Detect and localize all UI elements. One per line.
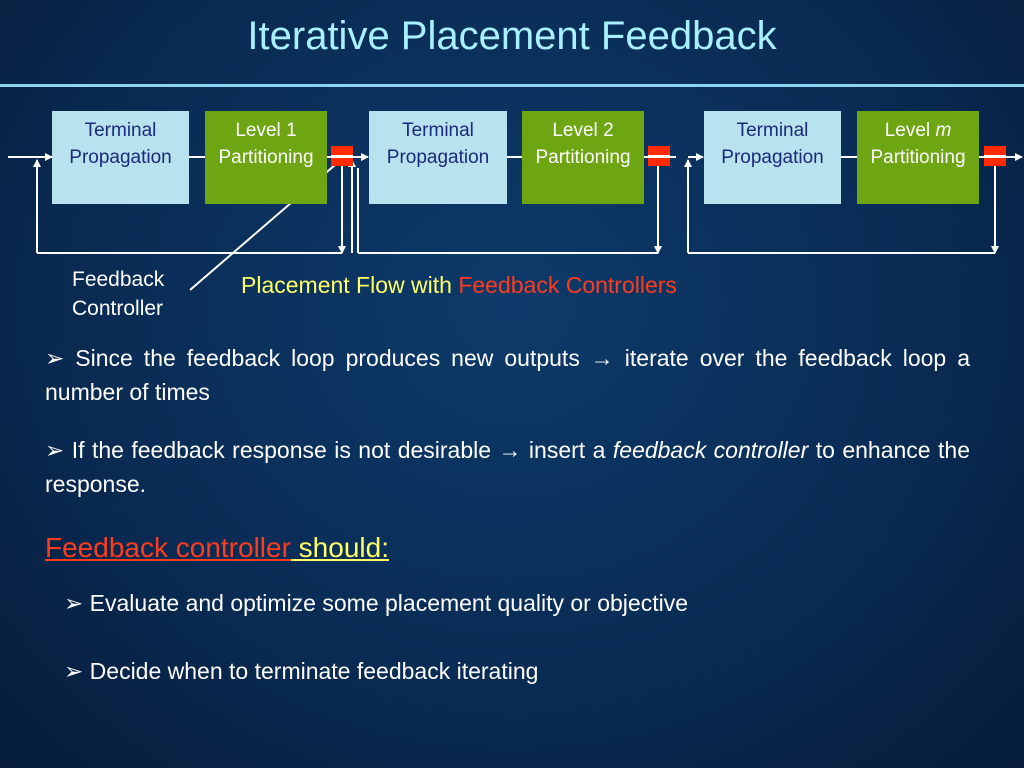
sub-bullet-1: ➢ Evaluate and optimize some placement q… xyxy=(64,586,688,620)
title-divider xyxy=(0,84,1024,87)
level-box-2-line2: Partitioning xyxy=(535,147,631,168)
heading-yellow-part: should: xyxy=(290,532,389,563)
level-partitioning-box-m: Level m Partitioning xyxy=(857,111,979,204)
bullet-marker-icon: ➢ xyxy=(45,437,65,463)
terminal-box-1-line1: Terminal xyxy=(84,120,157,141)
terminal-propagation-box-1: Terminal Propagation xyxy=(52,111,189,204)
sub-bullet-2: ➢ Decide when to terminate feedback iter… xyxy=(64,654,538,688)
level-box-2-prefix: Level xyxy=(552,120,604,141)
bullet-2: ➢ If the feedback response is not desira… xyxy=(45,433,970,501)
bullet-1-text: Since the feedback loop produces new out… xyxy=(45,345,971,405)
fc-label-line1: Feedback xyxy=(72,268,165,291)
slide-title: Iterative Placement Feedback xyxy=(247,14,777,58)
terminal-box-1-line2: Propagation xyxy=(69,147,172,168)
heading-red-part: Feedback controller xyxy=(45,532,291,563)
level-box-2-number: 2 xyxy=(603,120,614,141)
bullet-2-text-after: to enhance the response. xyxy=(45,437,970,497)
caption-part2: Feedback Controllers xyxy=(458,272,677,298)
diagram-caption: Placement Flow with Feedback Controllers xyxy=(241,272,677,299)
terminal-box-m-line1: Terminal xyxy=(736,120,809,141)
level-partitioning-box-2: Level 2 Partitioning xyxy=(522,111,644,204)
bullet-marker-icon: ➢ xyxy=(45,345,65,371)
controller-requirements-heading: Feedback controller should: xyxy=(45,530,389,566)
terminal-propagation-box-m: Terminal Propagation xyxy=(704,111,841,204)
terminal-box-m-line2: Propagation xyxy=(721,147,824,168)
feedback-controller-label: Feedback Controller xyxy=(72,265,164,323)
terminal-propagation-box-2: Terminal Propagation xyxy=(369,111,507,204)
level-box-1-prefix: Level xyxy=(235,120,287,141)
sub-bullet-1-text: Evaluate and optimize some placement qua… xyxy=(89,590,688,616)
bullet-2-text-em: feedback controller xyxy=(612,437,809,463)
sub-bullet-2-text: Decide when to terminate feedback iterat… xyxy=(89,658,539,684)
fc-label-line2: Controller xyxy=(72,297,164,320)
bullet-2-text-before: If the feedback response is not desirabl… xyxy=(71,437,613,463)
level-box-m-number: m xyxy=(935,120,952,141)
level-box-m-line2: Partitioning xyxy=(870,147,966,168)
caption-part1: Placement Flow with xyxy=(241,272,459,298)
sub-bullet-marker-icon: ➢ xyxy=(64,590,84,616)
sub-bullet-marker-icon: ➢ xyxy=(64,658,84,684)
level-box-1-line2: Partitioning xyxy=(218,147,314,168)
level-partitioning-box-1: Level 1 Partitioning xyxy=(205,111,327,204)
level-box-1-number: 1 xyxy=(286,120,297,141)
level-box-m-prefix: Level xyxy=(884,120,936,141)
bullet-1: ➢ Since the feedback loop produces new o… xyxy=(45,341,970,409)
terminal-box-2-line2: Propagation xyxy=(386,147,490,168)
terminal-box-2-line1: Terminal xyxy=(402,120,474,141)
